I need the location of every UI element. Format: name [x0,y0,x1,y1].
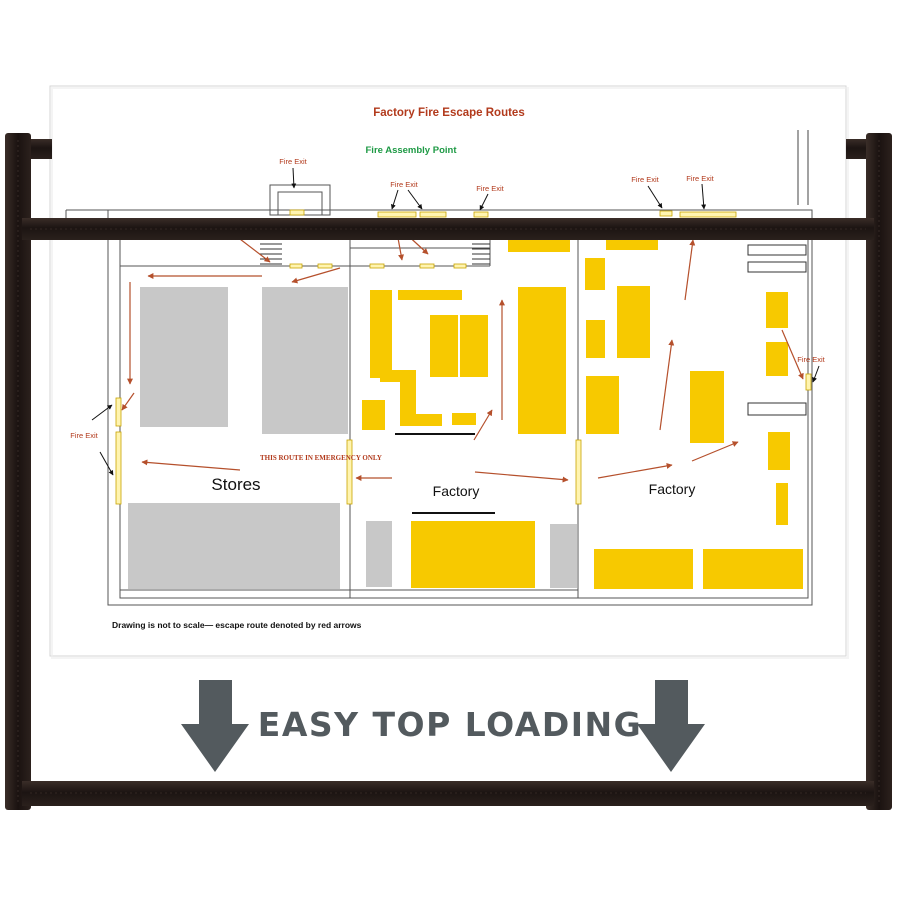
plan-footer-note: Drawing is not to scale— escape route de… [112,620,362,630]
fire-exit-label: Fire Exit [390,180,418,189]
hanging-frame [5,133,892,810]
emergency-route-note: THIS ROUTE IN EMERGENCY ONLY [260,454,382,462]
stairs-center [472,243,490,265]
fire-exit-labels: Fire Exit Fire Exit Fire Exit Fire Exit … [70,157,825,440]
fire-exit-label: Fire Exit [70,431,98,440]
assembly-point-label: Fire Assembly Point [366,145,458,156]
room-label-factory: Factory [433,483,480,499]
easy-top-loading-headline: EASY TOP LOADING [257,705,643,744]
fire-exit-label: Fire Exit [797,355,825,364]
floor-plan-poster: Factory Fire Escape Routes Fire Assembly… [49,85,849,659]
plan-title: Factory Fire Escape Routes [373,107,524,119]
stairs-right [747,244,807,416]
storage-blocks [128,287,577,589]
fire-exit-label: Fire Exit [279,157,307,166]
fire-exit-label: Fire Exit [686,174,714,183]
fire-exit-label: Fire Exit [631,175,659,184]
room-label-factory: Factory [649,481,696,497]
escape-route-arrows [121,231,804,483]
down-arrow-icon [637,680,705,772]
down-arrow-icon [181,680,249,772]
room-label-stores: Stores [211,475,260,494]
fire-exit-label: Fire Exit [476,184,504,193]
fire-exit-doors [115,209,812,505]
fire-exit-pointers [91,167,820,476]
machine-blocks [362,240,803,589]
stairs-left [260,243,282,265]
